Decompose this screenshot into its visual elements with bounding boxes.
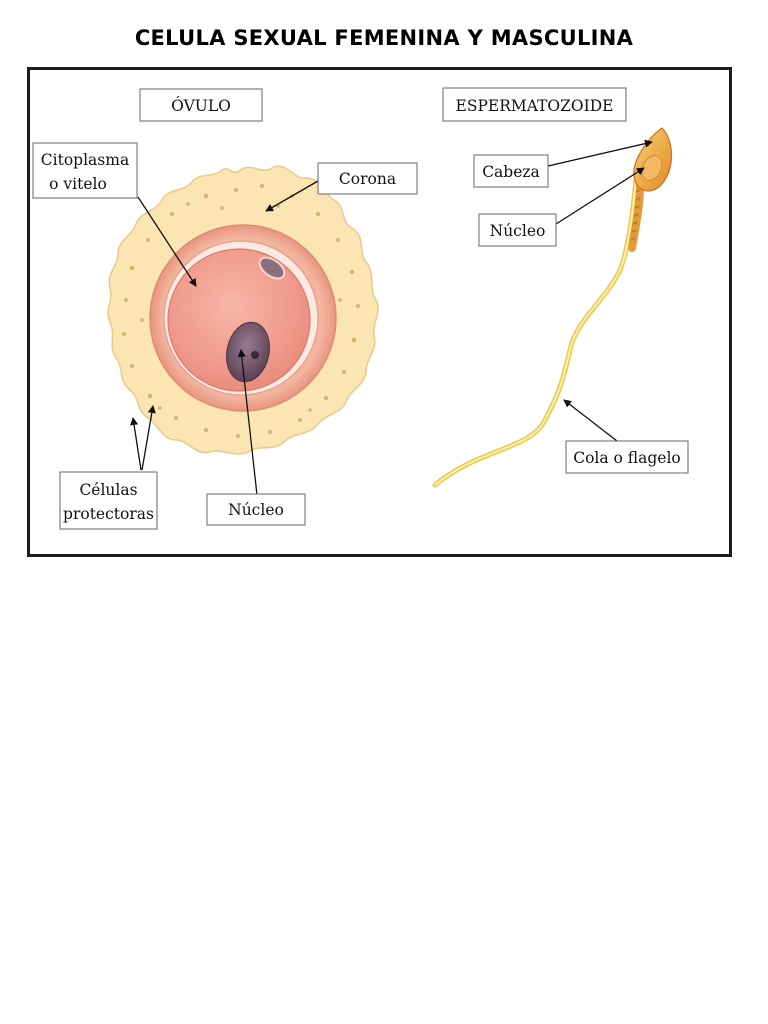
arrow-cola xyxy=(563,399,618,442)
cytoplasm xyxy=(167,248,311,392)
arrow-celulas-2 xyxy=(141,405,156,471)
arrow-citoplasma xyxy=(137,196,197,287)
nucleolus xyxy=(251,351,259,359)
label-nucleo-esperma-text: Núcleo xyxy=(490,222,546,240)
label-nucleo-esperma: Núcleo xyxy=(478,213,557,247)
label-nucleo-ovulo: Núcleo xyxy=(206,493,306,526)
label-cabeza-text: Cabeza xyxy=(482,163,540,181)
label-ovulo-heading: ÓVULO xyxy=(139,88,263,122)
annotation-arrows xyxy=(130,139,653,496)
label-citoplasma: Citoplasma o vitelo xyxy=(32,142,138,199)
arrow-celulas-1 xyxy=(130,417,142,471)
label-ovulo-heading-text: ÓVULO xyxy=(171,97,231,115)
ovum-cell xyxy=(107,165,379,455)
label-cabeza: Cabeza xyxy=(473,154,549,188)
label-celulas-line1: Células xyxy=(79,481,137,499)
polar-body xyxy=(258,256,286,280)
arrow-cabeza xyxy=(547,139,653,167)
arrow-corona xyxy=(265,180,319,212)
label-corona: Corona xyxy=(317,162,418,195)
label-citoplasma-line2: o vitelo xyxy=(49,175,107,193)
corona-cell-dots xyxy=(121,183,360,438)
label-corona-text: Corona xyxy=(339,170,396,188)
label-celulas-line2: protectoras xyxy=(63,505,154,523)
label-citoplasma-line1: Citoplasma xyxy=(41,151,129,169)
arrow-nucleo-esperma xyxy=(555,167,645,225)
label-cola-text: Cola o flagelo xyxy=(573,449,681,467)
sperm-cell xyxy=(432,127,672,488)
label-esperma-heading-text: ESPERMATOZOIDE xyxy=(456,97,614,115)
arrow-nucleo-ovulo xyxy=(237,349,258,496)
label-esperma-heading: ESPERMATOZOIDE xyxy=(442,87,627,122)
page-title: CELULA SEXUAL FEMENINA Y MASCULINA xyxy=(134,26,634,50)
sperm-midpiece-segments xyxy=(630,189,641,241)
sperm-nucleus xyxy=(641,155,663,181)
sperm-tail-highlight xyxy=(434,179,637,486)
ovum-nucleus xyxy=(226,321,270,383)
label-celulas-protectoras: Células protectoras xyxy=(59,471,158,530)
label-nucleo-ovulo-text: Núcleo xyxy=(228,501,284,519)
label-cola-flagelo: Cola o flagelo xyxy=(565,440,689,474)
